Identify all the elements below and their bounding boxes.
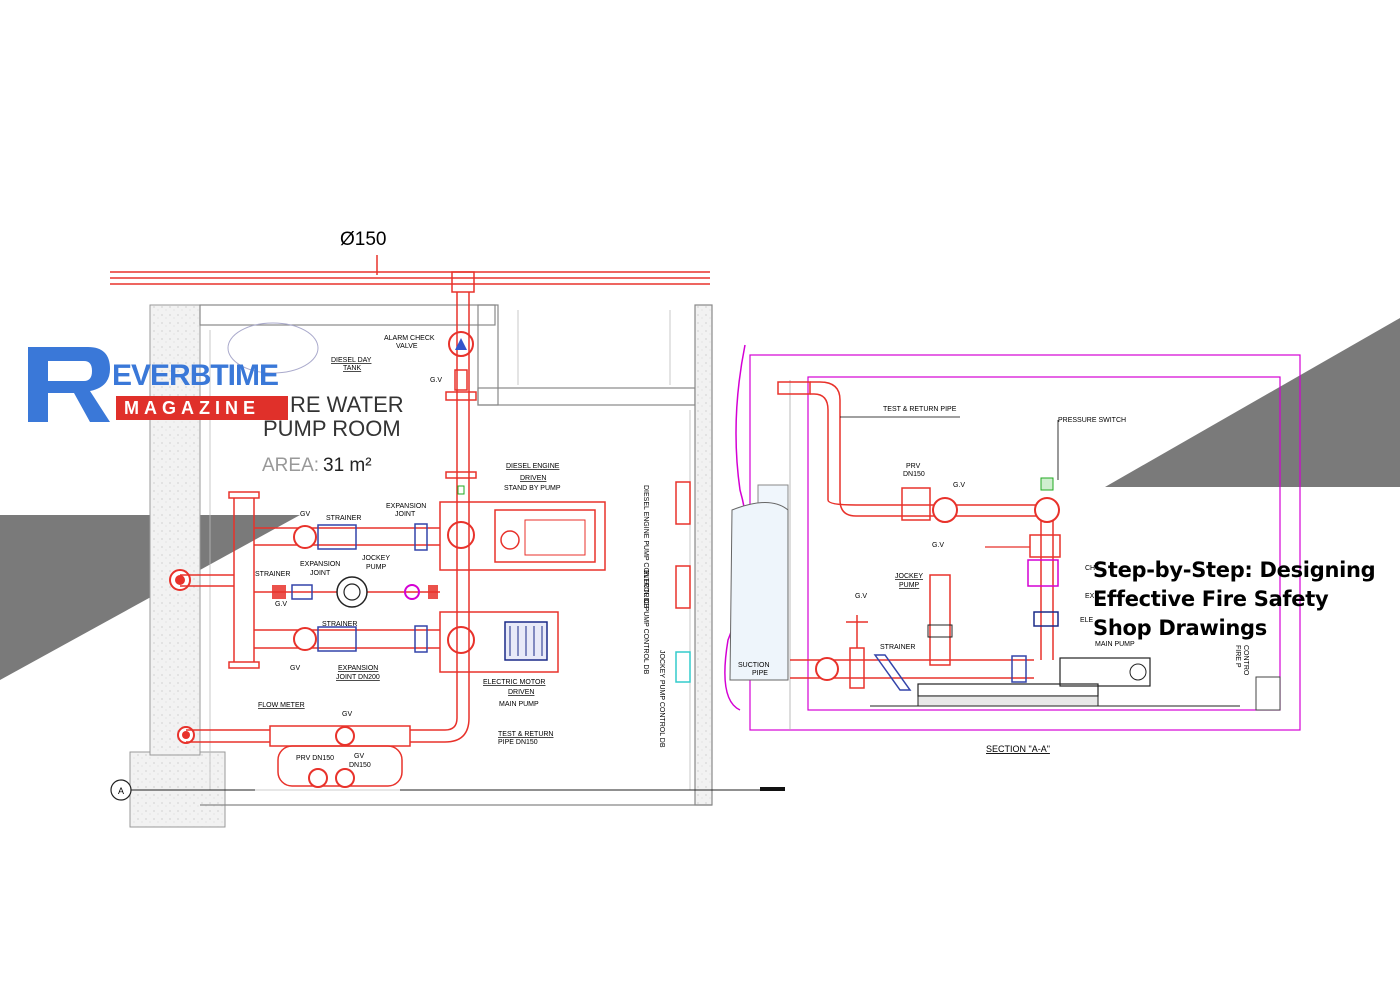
label-diesel-engine-2: DRIVEN — [520, 475, 546, 482]
label-gv-1: GV — [300, 511, 310, 518]
section-label-fire-panel-2: CONTRO — [1242, 645, 1249, 676]
label-expansion-1a: EXPANSION — [386, 503, 426, 510]
label-gv-2: G.V — [275, 601, 287, 608]
label-gv-5: GV — [354, 753, 364, 760]
label-expansion-3b: JOINT DN200 — [336, 674, 380, 681]
section-label-jockey-1: JOCKEY — [895, 573, 923, 580]
label-test-return-1: TEST & RETURN — [498, 731, 554, 738]
label-main-pump: MAIN PUMP — [499, 701, 539, 708]
label-jockey-panel: JOCKEY PUMP CONTROL DB — [658, 650, 665, 748]
label-diesel-day-2: TANK — [343, 365, 361, 372]
reverbtime-logo: EVERBTIME MAGAZINE — [28, 347, 298, 425]
label-expansion-3a: EXPANSION — [338, 665, 378, 672]
label-test-return-2: PIPE DN150 — [498, 739, 538, 746]
section-label-jockey-2: PUMP — [899, 582, 920, 589]
section-label-suction-2: PIPE — [752, 670, 768, 677]
section-label-pressure-switch: PRESSURE SWITCH — [1058, 417, 1126, 424]
label-gv-3: GV — [290, 665, 300, 672]
label-prv-dn150: PRV DN150 — [296, 755, 334, 762]
label-diesel-panel: DIESEL ENGINE PUMP CONTROL DB — [642, 485, 649, 608]
area-prefix: AREA: — [262, 455, 319, 476]
right-wall — [694, 304, 713, 806]
section-label-strainer: STRAINER — [880, 644, 915, 651]
logo-r-letter — [28, 347, 110, 422]
section-label-gv-b: G.V — [932, 542, 944, 549]
diesel-engine-skid — [439, 501, 606, 571]
headline-line-1: Step-by-Step: Designing — [1093, 558, 1376, 582]
section-label-gv-a: G.V — [953, 482, 965, 489]
label-stand-by-pump: STAND BY PUMP — [504, 485, 561, 492]
area-value: 31 m² — [323, 455, 372, 476]
section-label-main-pump: MAIN PUMP — [1095, 641, 1135, 648]
label-expansion-2a: EXPANSION — [300, 561, 340, 568]
section-main-pump — [1059, 657, 1151, 687]
headline-line-2: Effective Fire Safety — [1093, 587, 1329, 611]
label-expansion-1b: JOINT — [395, 511, 416, 518]
section-marker-label: A — [118, 786, 124, 796]
left-wall — [149, 304, 201, 756]
logo-word1: EVERBTIME — [112, 359, 278, 392]
room-title-2: PUMP ROOM — [263, 416, 401, 441]
label-alarm-check-1: ALARM CHECK — [384, 335, 435, 342]
section-view: TEST & RETURN PIPE PRV DN150 G.V G.V PRE… — [724, 344, 1301, 754]
label-expansion-2b: JOINT — [310, 570, 331, 577]
label-strainer-2: STRAINER — [255, 571, 290, 578]
diameter-label: Ø150 — [340, 229, 386, 250]
section-label-ch: CH — [1085, 565, 1095, 572]
label-gv-top: G.V — [430, 377, 442, 384]
alarm-check-valve — [448, 331, 474, 357]
label-jockey-1: JOCKEY — [362, 555, 390, 562]
logo-word2: MAGAZINE — [124, 398, 260, 418]
label-diesel-engine-1: DIESEL ENGINE — [506, 463, 560, 470]
logo-graphic: EVERBTIME MAGAZINE — [28, 347, 288, 422]
label-gv-4: GV — [342, 711, 352, 718]
room-title-1: RE WATER — [290, 392, 404, 417]
section-label-gv-c: G.V — [855, 593, 867, 600]
section-title: SECTION "A-A" — [986, 744, 1050, 754]
label-dn150: DN150 — [349, 762, 371, 769]
label-strainer-1: STRAINER — [326, 515, 361, 522]
section-label-prv-1: PRV — [906, 463, 921, 470]
section-label-prv-2: DN150 — [903, 471, 925, 478]
section-label-fire-panel-1: FIRE P — [1234, 645, 1241, 668]
jockey-pump-plan — [336, 576, 368, 608]
section-label-ex: EX — [1085, 593, 1095, 600]
electric-motor-skid — [439, 611, 559, 673]
label-electric-motor-1: ELECTRIC MOTOR — [483, 679, 546, 686]
label-jockey-2: PUMP — [366, 564, 387, 571]
section-label-ele: ELE — [1080, 617, 1094, 624]
plan-view: Ø150 RE WATER PUMP ROOM AREA: 31 m² — [110, 229, 785, 828]
section-label-suction-1: SUCTION — [738, 662, 770, 669]
label-alarm-check-2: VALVE — [396, 343, 418, 350]
label-electric-motor-2: DRIVEN — [508, 689, 534, 696]
label-flow-meter: FLOW METER — [258, 702, 305, 709]
article-headline: Step-by-Step: Designing Effective Fire S… — [1093, 556, 1393, 643]
section-jockey-pump — [929, 574, 951, 666]
section-label-test-return: TEST & RETURN PIPE — [883, 406, 957, 413]
grey-triangle-right — [1105, 318, 1400, 487]
label-strainer-3: STRAINER — [322, 621, 357, 628]
headline-line-3: Shop Drawings — [1093, 616, 1267, 640]
label-diesel-day-1: DIESEL DAY — [331, 357, 372, 364]
label-electric-panel: ELECTRIC PUMP CONTROL DB — [642, 570, 649, 675]
